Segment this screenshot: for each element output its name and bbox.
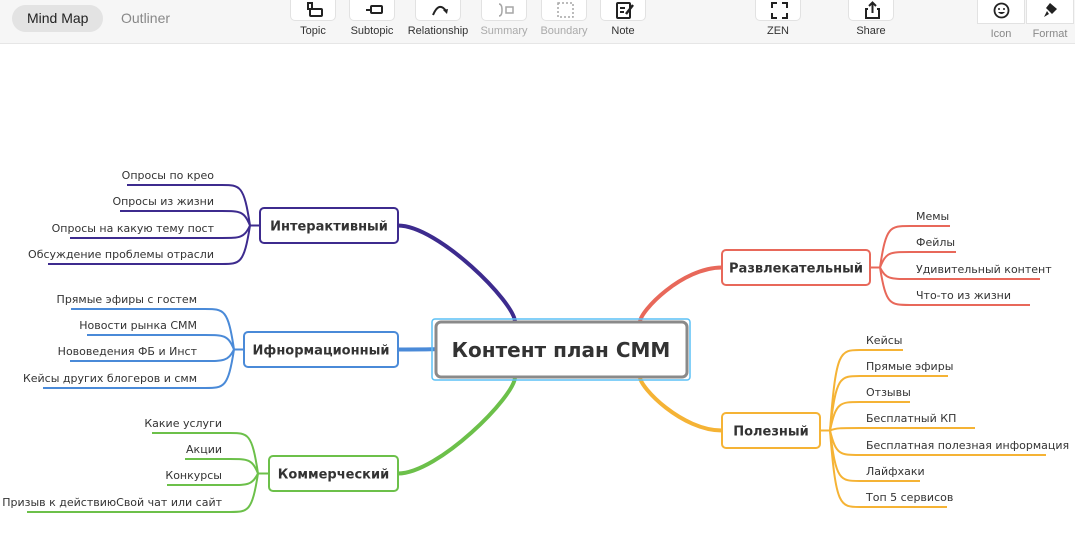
central-topic[interactable]: Контент план СММ (431, 318, 691, 381)
subtopic[interactable]: Мемы (916, 210, 949, 223)
topic-box[interactable] (243, 331, 399, 368)
topic-box[interactable] (259, 207, 399, 244)
subtopic[interactable]: Призыв к действиюСвой чат или сайт (2, 496, 222, 509)
subtopic-connector (27, 472, 269, 513)
subtopic-icon (349, 0, 395, 21)
topic-box[interactable] (721, 249, 871, 286)
topic-label[interactable]: Ифнормационный (253, 344, 390, 359)
topic-label[interactable]: Развлекательный (729, 262, 863, 277)
topic-label: Topic (300, 25, 326, 37)
topic-button[interactable]: Topic (278, 0, 348, 37)
branch-connector (396, 375, 517, 476)
subtopic[interactable]: Отзывы (866, 386, 911, 399)
subtopic[interactable]: Какие услуги (144, 417, 222, 430)
icon-label: Icon (990, 28, 1012, 40)
subtopic-connector (870, 266, 1030, 306)
subtopic[interactable]: Бесплатный КП (866, 412, 956, 425)
subtopic[interactable]: Бесплатная полезная информация (866, 439, 1069, 452)
branch-connector (396, 347, 439, 352)
subtopic[interactable]: Новости рынка СММ (79, 319, 197, 332)
summary-icon (481, 0, 527, 21)
format-button[interactable]: Format (1015, 0, 1075, 40)
branch-connector (396, 223, 517, 324)
relationship-label: Relationship (407, 25, 469, 37)
subtopic-connector (820, 427, 975, 432)
subtopic-connector (48, 224, 260, 265)
format-label: Format (1032, 28, 1068, 40)
branch-connector (638, 375, 724, 433)
subtopic[interactable]: Фейлы (916, 236, 955, 249)
subtopic[interactable]: Прямые эфиры (866, 360, 953, 373)
fullscreen-icon (755, 0, 801, 21)
subtopic[interactable]: Конкурсы (165, 469, 222, 482)
subtopic[interactable]: Опросы по крео (122, 169, 215, 182)
subtopic-connector (820, 429, 947, 508)
smiley-icon (977, 0, 1025, 24)
share-icon (848, 0, 894, 21)
subtopic[interactable]: Опросы на какую тему пост (52, 222, 215, 235)
subtopic[interactable]: Акции (186, 443, 222, 456)
topic-label[interactable]: Коммерческий (278, 468, 389, 483)
boundary-label: Boundary (540, 25, 588, 37)
subtopic-connector (43, 348, 244, 389)
subtopic[interactable]: Топ 5 сервисов (865, 491, 953, 504)
central-topic-box[interactable] (434, 320, 689, 379)
subtopic[interactable]: Опросы из жизни (112, 195, 214, 208)
topic-icon (290, 0, 336, 21)
subtopic[interactable]: Прямые эфиры с гостем (57, 293, 197, 306)
toolbar: Mind Map Outliner Topic Subtopic Relations… (0, 0, 1075, 44)
subtopic[interactable]: Что-то из жизни (916, 289, 1011, 302)
tab-outliner[interactable]: Outliner (121, 10, 171, 26)
topic-label[interactable]: Интерактивный (270, 220, 388, 235)
selection-outline (431, 318, 691, 381)
share-label: Share (856, 25, 886, 37)
relationship-button[interactable]: Relationship (403, 0, 473, 37)
summary-button[interactable]: Summary (469, 0, 539, 37)
paint-brush-icon (1026, 0, 1074, 24)
boundary-icon (541, 0, 587, 21)
tab-mind-map[interactable]: Mind Map (12, 5, 104, 32)
branch-connector (638, 265, 724, 324)
boundary-button[interactable]: Boundary (529, 0, 599, 37)
relationship-icon (415, 0, 461, 21)
zen-button[interactable]: ZEN (743, 0, 813, 37)
note-button[interactable]: Note (588, 0, 658, 37)
note-label: Note (611, 25, 635, 37)
topic-box[interactable] (721, 412, 821, 449)
subtopic-button[interactable]: Subtopic (337, 0, 407, 37)
subtopic-label: Subtopic (350, 25, 394, 37)
topic-label[interactable]: Полезный (733, 425, 809, 440)
subtopic[interactable]: Лайфхаки (866, 465, 925, 478)
subtopic[interactable]: Кейсы (866, 334, 902, 347)
summary-label: Summary (480, 25, 528, 37)
subtopic[interactable]: Обсуждение проблемы отрасли (28, 248, 214, 261)
central-topic-label[interactable]: Контент план СММ (452, 338, 671, 362)
subtopic[interactable]: Нововедения ФБ и Инст (58, 345, 198, 358)
subtopic[interactable]: Кейсы других блогеров и смм (23, 372, 197, 385)
share-button[interactable]: Share (836, 0, 906, 37)
zen-label: ZEN (767, 25, 789, 37)
icon-button[interactable]: Icon (966, 0, 1036, 40)
subtopic[interactable]: Удивительный контент (916, 263, 1052, 276)
note-icon (600, 0, 646, 21)
topic-box[interactable] (268, 455, 399, 492)
